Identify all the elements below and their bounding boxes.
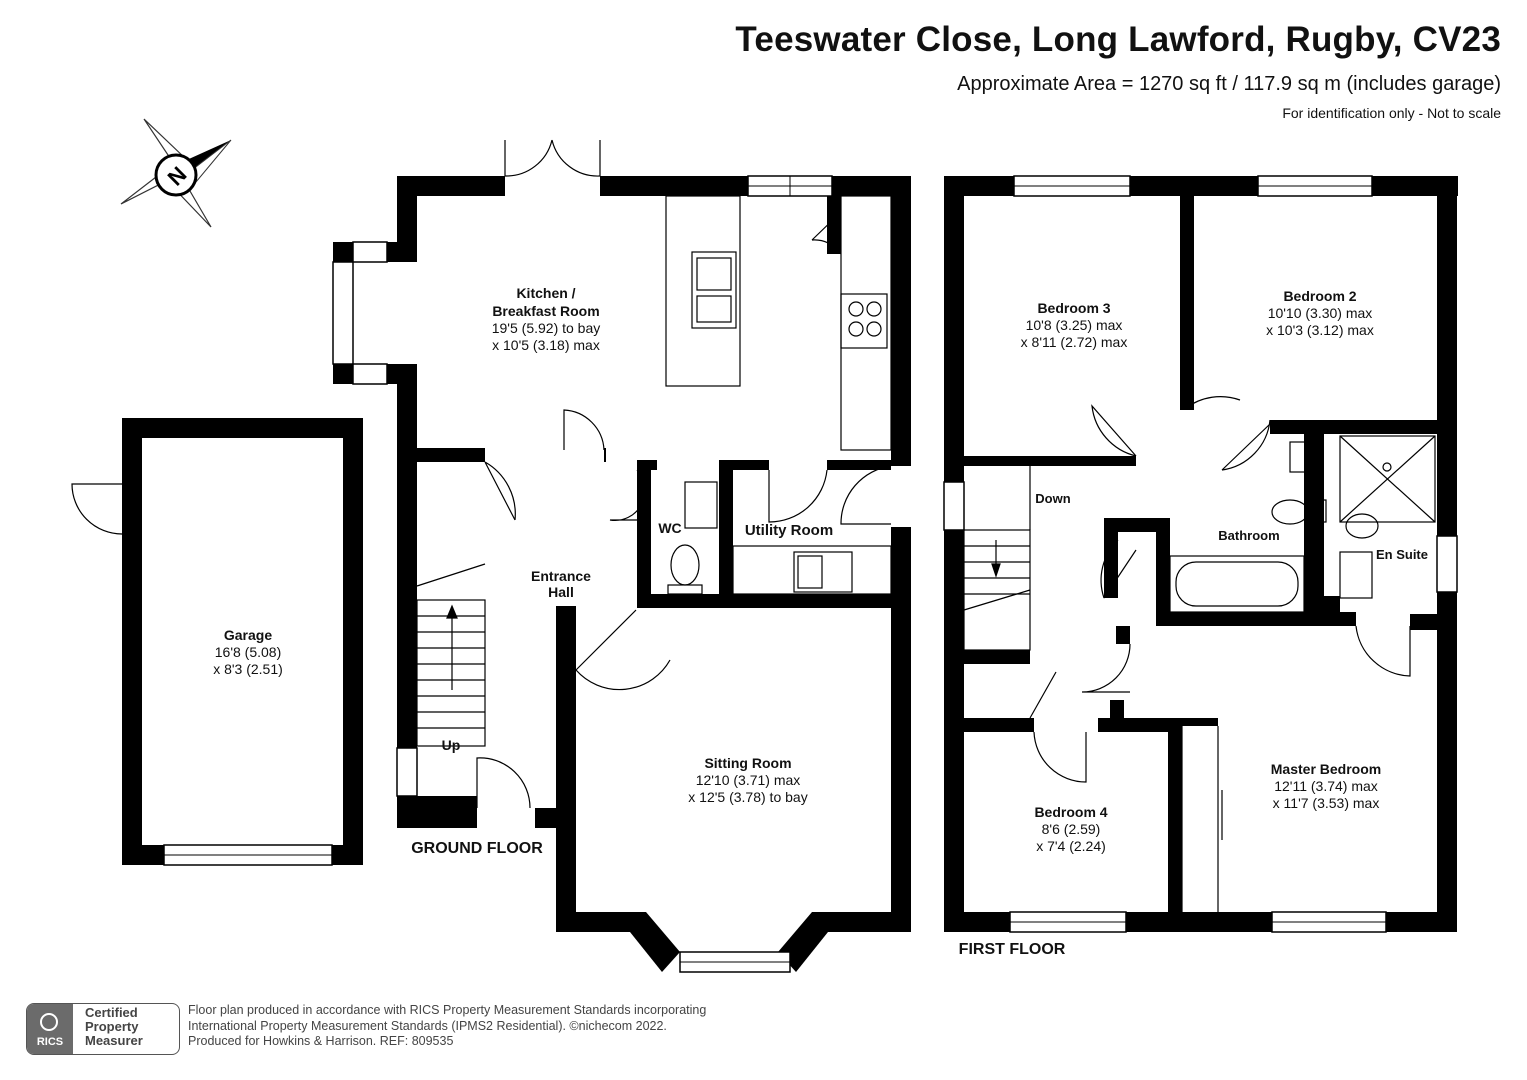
bedroom2-dim1: 10'10 (3.30) max (1268, 305, 1373, 321)
badge-text: Certified Property Measurer (85, 1006, 143, 1048)
area-summary: Approximate Area = 1270 sq ft / 117.9 sq… (957, 73, 1501, 95)
garage-dim1: 16'8 (5.08) (215, 644, 282, 660)
entrance-hall-label-2: Hall (548, 584, 574, 600)
bedroom2-dim2: x 10'3 (3.12) max (1266, 322, 1374, 338)
master-bedroom-dim1: 12'11 (3.74) max (1274, 778, 1378, 794)
master-bedroom-label: Master Bedroom (1271, 761, 1381, 777)
bedroom4-label: Bedroom 4 (1034, 804, 1107, 820)
bedroom3-label: Bedroom 3 (1037, 300, 1110, 316)
ground-floor-label: GROUND FLOOR (411, 840, 543, 857)
bedroom3-dim2: x 8'11 (2.72) max (1021, 334, 1128, 350)
bathroom-label: Bathroom (1218, 528, 1279, 543)
sitting-room-dim2: x 12'5 (3.78) to bay (688, 789, 807, 805)
garage (71, 418, 363, 866)
entrance-hall-label-1: Entrance (531, 568, 591, 584)
disclaimer: For identification only - Not to scale (1282, 105, 1501, 121)
rics-certified-badge: RICS Certified Property Measurer (26, 1003, 180, 1055)
badge-line-3: Measurer (85, 1033, 143, 1048)
sitting-room-dim1: 12'10 (3.71) max (696, 772, 801, 788)
ground-floor-walls (332, 175, 911, 973)
wc-label: WC (658, 520, 681, 536)
footer-line-3: Produced for Howkins & Harrison. REF: 80… (188, 1034, 454, 1048)
footer-line-1: Floor plan produced in accordance with R… (188, 1003, 707, 1017)
stairs-up-label: Up (442, 737, 461, 753)
ensuite-label: En Suite (1376, 547, 1428, 562)
bedroom4-dim1: 8'6 (2.59) (1042, 821, 1101, 837)
footer-line-2: International Property Measurement Stand… (188, 1018, 667, 1033)
kitchen-label-1: Kitchen / (516, 285, 575, 301)
rics-logo-icon: RICS (27, 1004, 73, 1054)
footer-notice: Floor plan produced in accordance with R… (188, 1003, 706, 1050)
first-floor-label: FIRST FLOOR (959, 941, 1066, 958)
garage-dim2: x 8'3 (2.51) (213, 661, 283, 677)
utility-room-label: Utility Room (745, 522, 833, 539)
stairs-down-label: Down (1035, 491, 1070, 506)
badge-line-2: Property (85, 1019, 139, 1034)
sitting-room-label: Sitting Room (704, 755, 791, 771)
first-floor-fixtures (963, 396, 1436, 912)
bedroom4-dim2: x 7'4 (2.24) (1036, 838, 1106, 854)
bedroom2-label: Bedroom 2 (1283, 288, 1356, 304)
kitchen-dim1: 19'5 (5.92) to bay (492, 320, 601, 336)
ground-floor-fixtures (416, 139, 892, 809)
badge-line-1: Certified (85, 1005, 138, 1020)
kitchen-label-2: Breakfast Room (492, 303, 599, 319)
compass-icon: N (120, 118, 232, 228)
bedroom3-dim1: 10'8 (3.25) max (1026, 317, 1123, 333)
first-floor-walls (943, 175, 1458, 933)
page-title: Teeswater Close, Long Lawford, Rugby, CV… (735, 20, 1501, 59)
garage-label: Garage (224, 627, 272, 643)
kitchen-dim2: x 10'5 (3.18) max (492, 337, 600, 353)
master-bedroom-dim2: x 11'7 (3.53) max (1273, 795, 1380, 811)
rics-logo-text: RICS (36, 1036, 64, 1048)
